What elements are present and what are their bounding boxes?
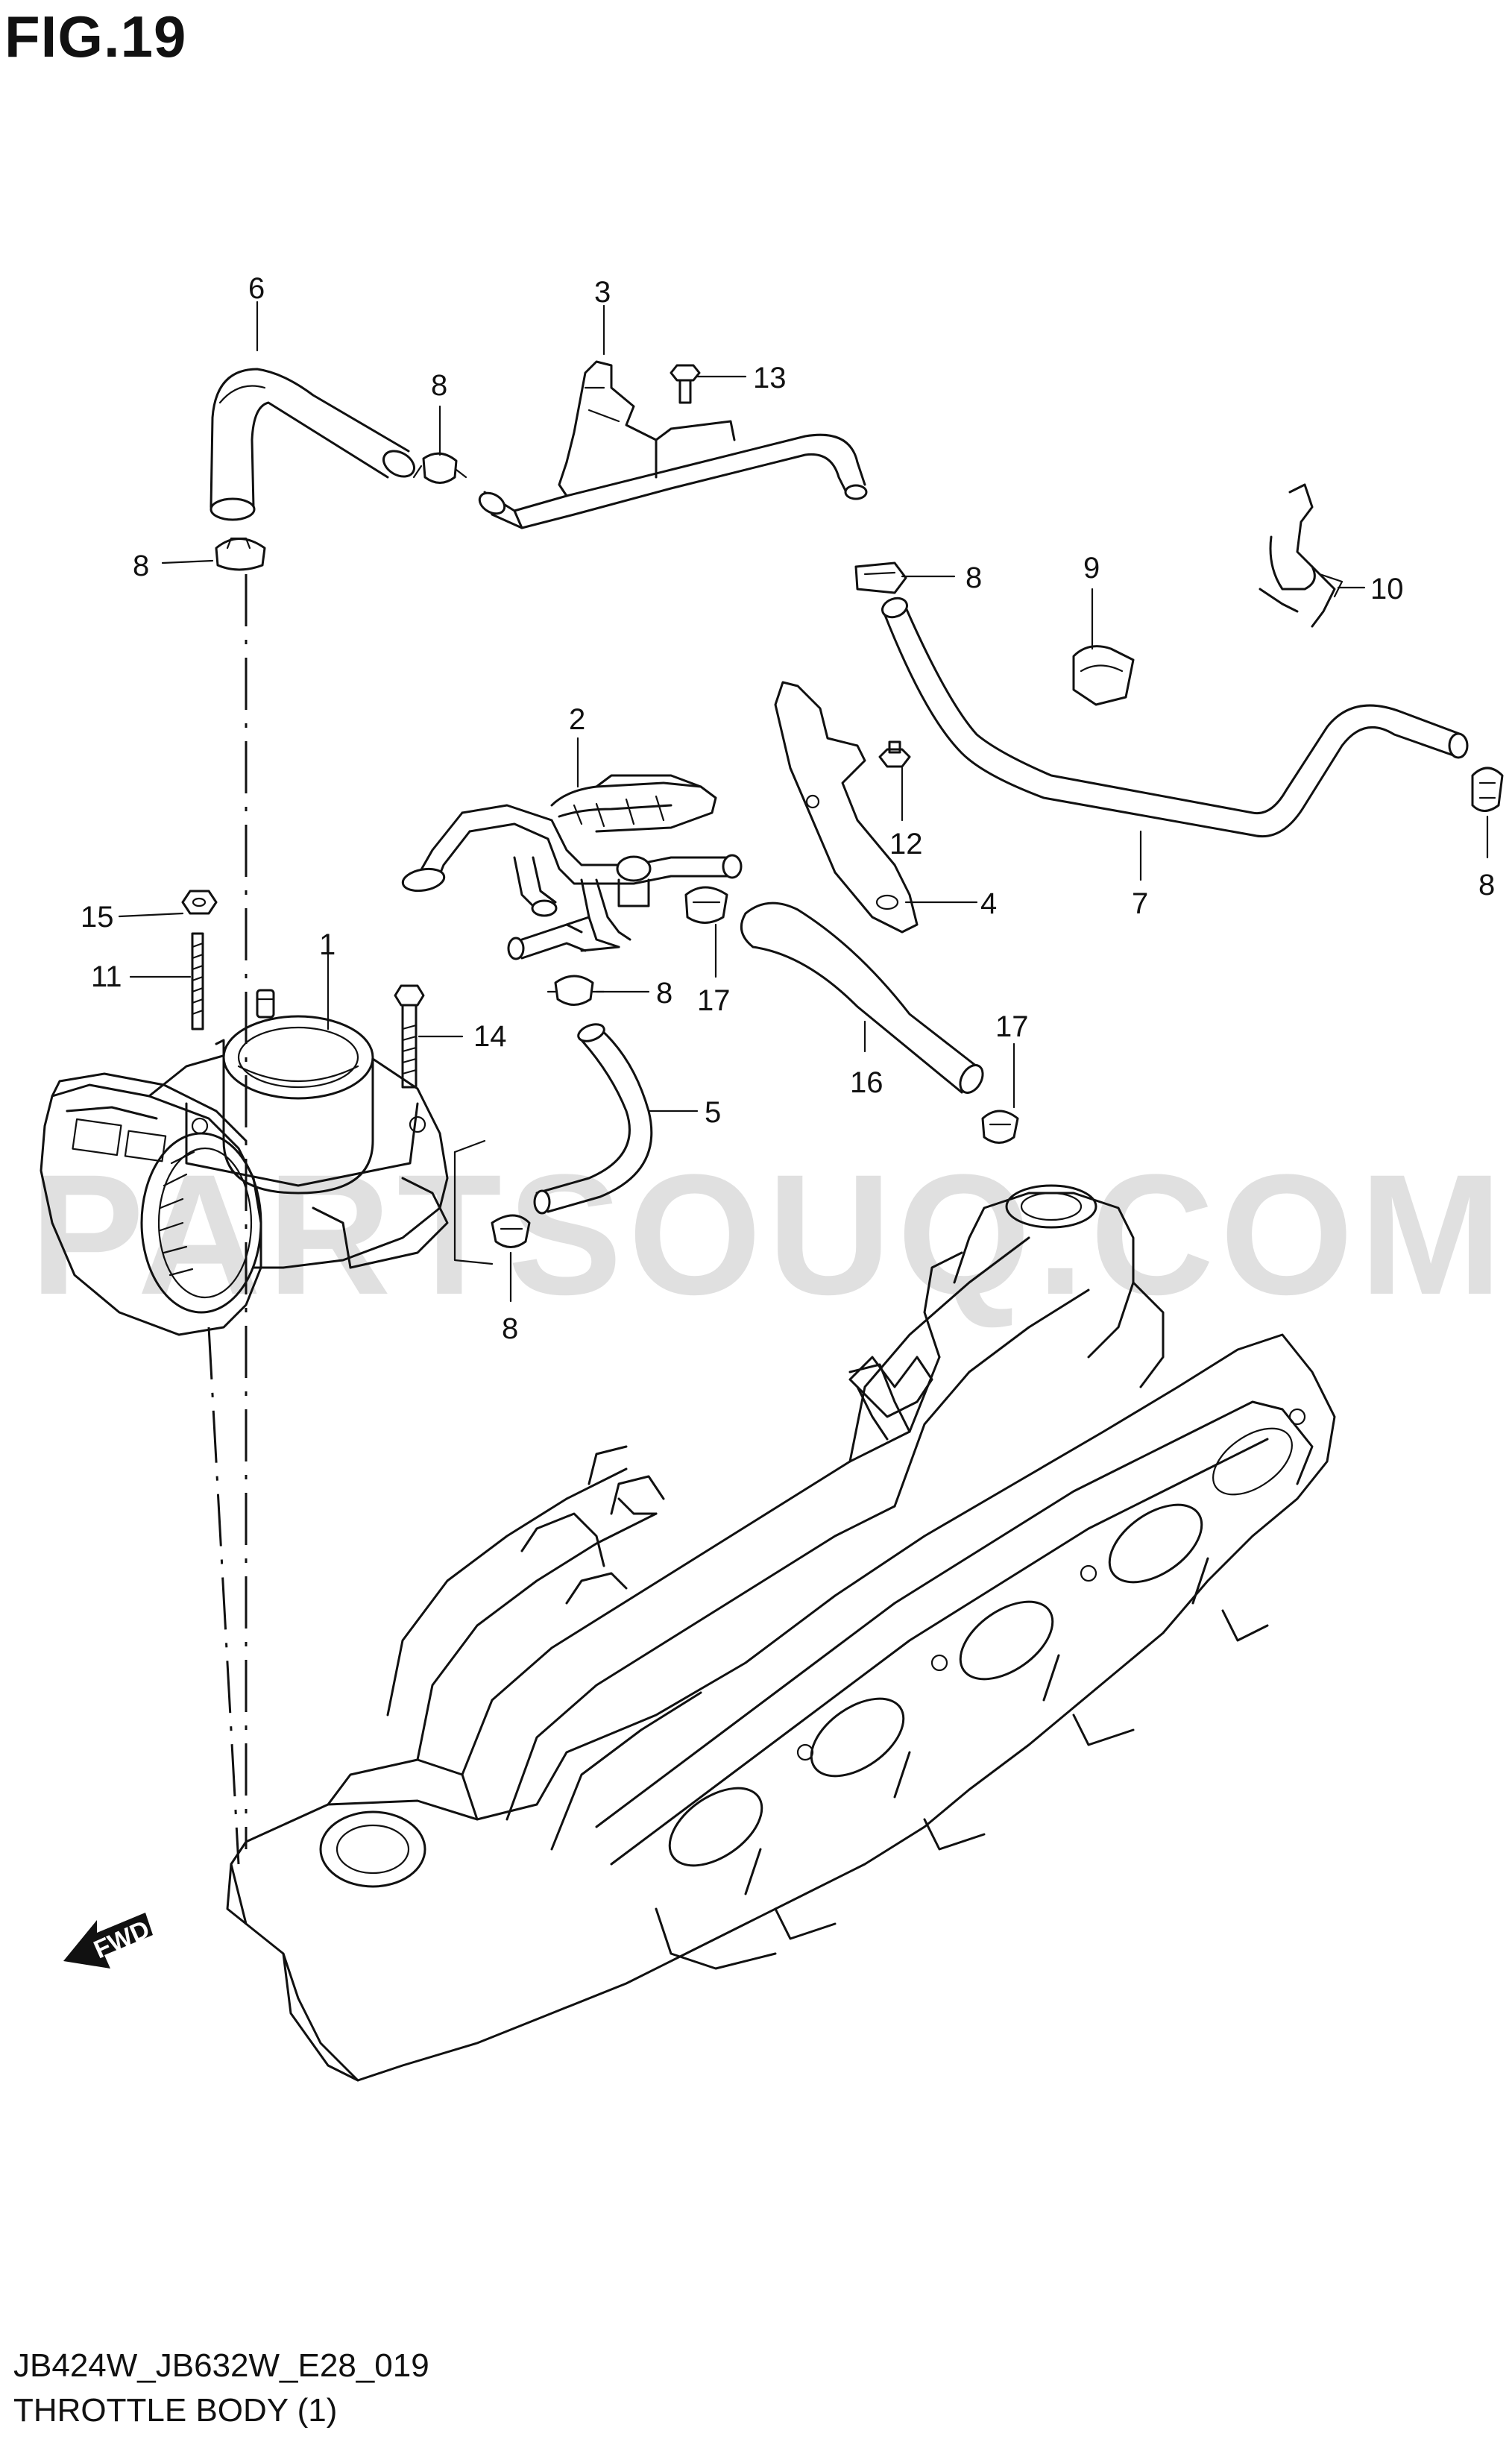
fwd-label: FWD <box>89 1915 154 1964</box>
clip-17-lower <box>981 1110 1019 1144</box>
callout-17-upper: 17 <box>697 984 731 1017</box>
clip-8-right-upper <box>854 561 907 594</box>
clip-8-far-right <box>1471 767 1504 812</box>
pipe-2 <box>401 774 743 960</box>
callout-6: 6 <box>248 272 265 305</box>
callout-8-top-left: 8 <box>133 550 149 582</box>
stud-11 <box>191 932 204 1030</box>
bolt-13 <box>670 364 701 404</box>
callout-8-right-upper: 8 <box>966 561 982 594</box>
callout-5: 5 <box>705 1096 721 1129</box>
callout-leaders <box>118 300 1489 1303</box>
callout-3: 3 <box>594 276 611 309</box>
alignment-lines <box>207 574 494 1865</box>
callout-8-middle: 8 <box>656 977 672 1010</box>
hose-7 <box>881 597 1469 838</box>
pipe-3 <box>478 360 868 529</box>
callout-8-far-right: 8 <box>1478 869 1495 901</box>
callout-10: 10 <box>1370 573 1404 605</box>
throttle-body <box>40 1015 449 1336</box>
figure-name: THROTTLE BODY (1) <box>13 2392 338 2429</box>
hose-16 <box>740 901 984 1094</box>
watermark: PARTSOUQ.COM <box>30 1139 1508 1330</box>
callout-17-lower: 17 <box>995 1010 1029 1043</box>
clip-9 <box>1072 645 1135 706</box>
callout-2: 2 <box>569 703 585 736</box>
callout-14: 14 <box>473 1020 507 1053</box>
figure-code: JB424W_JB632W_E28_019 <box>13 2347 429 2384</box>
clamp-10 <box>1259 483 1344 628</box>
callout-9: 9 <box>1083 552 1100 585</box>
bolt-14 <box>394 984 425 1089</box>
clip-8-top-left <box>215 537 266 571</box>
bolt-12 <box>878 740 911 768</box>
bracket-4 <box>774 681 919 934</box>
intake-manifold <box>226 1184 1336 2082</box>
figure-title: FIG.19 <box>4 4 187 69</box>
clip-8-middle <box>546 975 605 1006</box>
callout-4: 4 <box>980 887 997 920</box>
callout-8-lower: 8 <box>502 1312 518 1345</box>
callout-15: 15 <box>81 901 114 934</box>
callout-13: 13 <box>753 362 787 394</box>
clip-17-upper <box>684 886 728 924</box>
clip-8-top-center <box>412 452 467 484</box>
callout-11: 11 <box>91 960 122 993</box>
clip-8-lower <box>491 1214 531 1248</box>
hose-6 <box>210 368 415 521</box>
callout-12: 12 <box>889 828 923 860</box>
throttle-nipple <box>256 989 275 1019</box>
nut-15 <box>181 890 218 915</box>
callout-16: 16 <box>850 1066 883 1099</box>
callout-8-top-center: 8 <box>431 369 447 402</box>
callout-7: 7 <box>1132 887 1148 920</box>
fwd-arrow-icon: FWD <box>63 1913 154 1969</box>
callout-1: 1 <box>319 928 336 961</box>
